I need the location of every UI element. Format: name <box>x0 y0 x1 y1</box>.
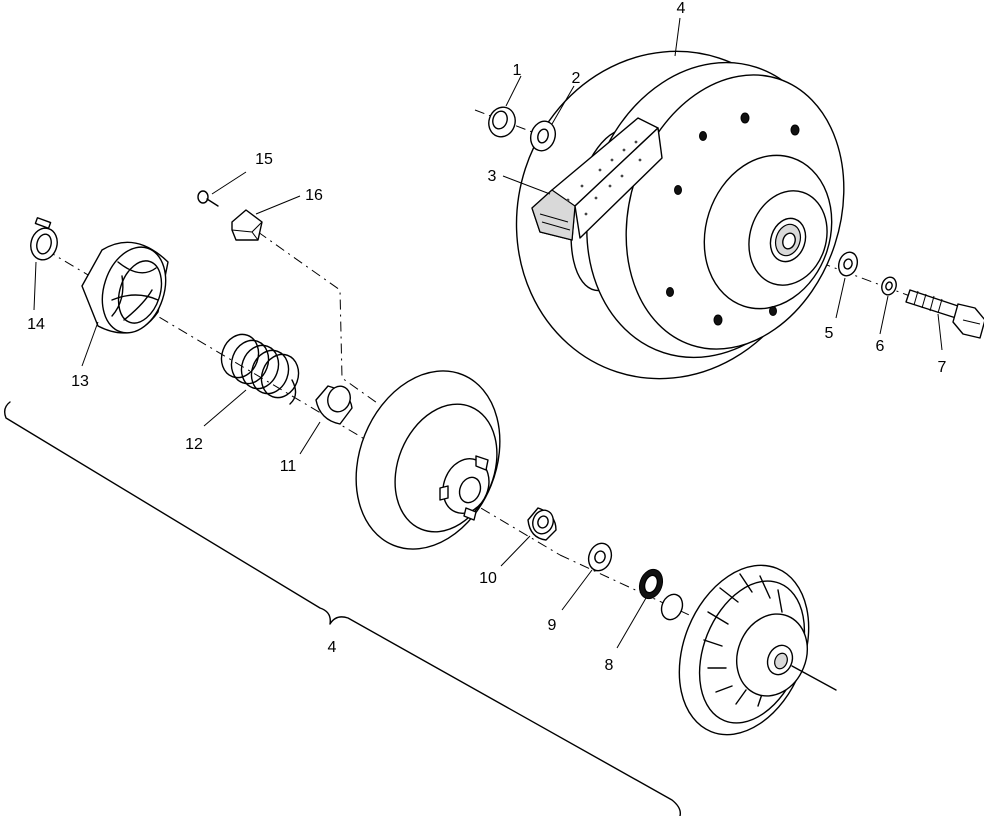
leader-lines <box>33 17 943 649</box>
part-12-spring <box>220 333 300 405</box>
movable-sheave <box>355 370 501 550</box>
part-9-washer <box>587 542 613 572</box>
callout-10: 10 <box>479 570 497 587</box>
part-11-bushing <box>315 385 353 425</box>
callout-2: 2 <box>572 70 581 87</box>
part-8-washer <box>638 568 664 600</box>
part-14-snap-ring <box>30 217 58 261</box>
callout-15: 15 <box>255 151 273 168</box>
part-10-bushing <box>527 507 557 541</box>
callout-13: 13 <box>71 373 89 390</box>
callout-6: 6 <box>876 338 885 355</box>
part-16-button <box>231 209 263 241</box>
part-1-ring <box>488 106 516 138</box>
callout-5: 5 <box>825 325 834 342</box>
part-15-screw <box>197 190 219 207</box>
callout-14: 14 <box>27 316 45 333</box>
callout-16: 16 <box>305 187 323 204</box>
assembly-bracket <box>3 401 682 816</box>
part-6-lockwasher <box>881 276 897 296</box>
callout-7: 7 <box>938 359 947 376</box>
callout-4-top: 4 <box>677 0 686 17</box>
callout-3: 3 <box>488 168 497 185</box>
callout-1: 1 <box>513 62 522 79</box>
callout-labels: 1 2 3 4 5 6 7 8 9 10 11 12 13 14 15 16 4 <box>27 0 946 674</box>
part-13-cam <box>81 241 169 334</box>
part-5-washer <box>837 251 859 277</box>
part-7-bolt <box>905 289 984 339</box>
callout-9: 9 <box>548 617 557 634</box>
part-2-washer <box>529 120 557 152</box>
fixed-sheave <box>660 564 837 736</box>
callout-11: 11 <box>280 458 297 475</box>
callout-12: 12 <box>185 436 203 453</box>
drive-belt <box>531 117 663 241</box>
callout-4-bracket: 4 <box>328 639 337 656</box>
callout-8: 8 <box>605 657 614 674</box>
